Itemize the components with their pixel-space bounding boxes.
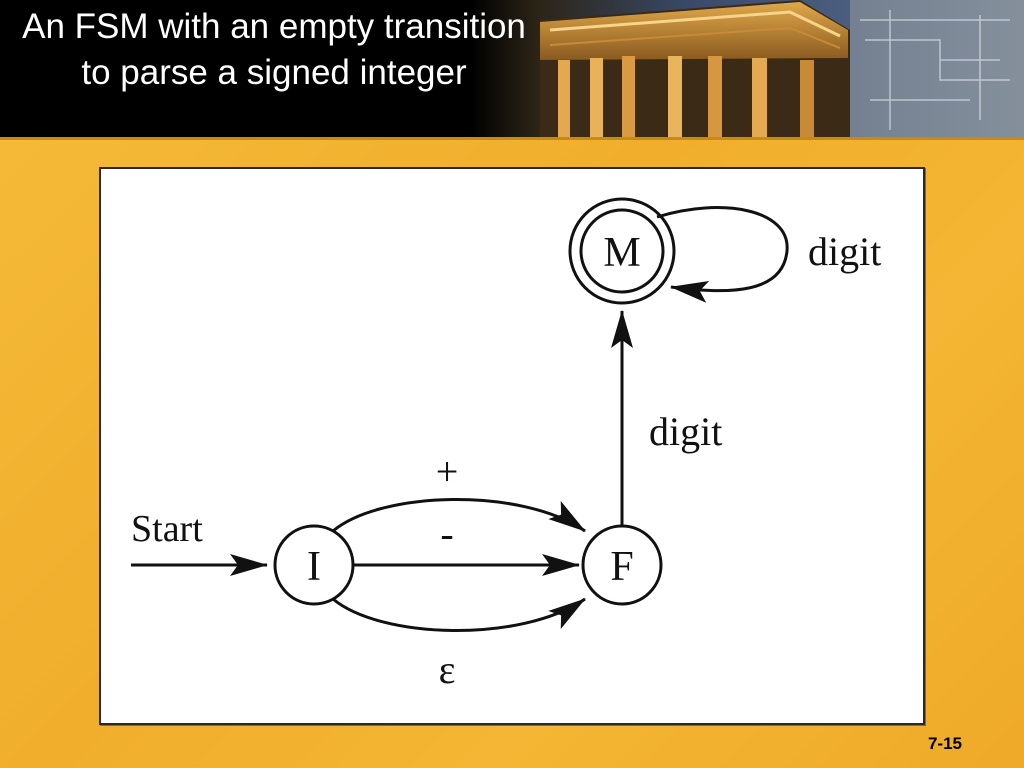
state-m-inner: [579, 208, 665, 294]
transition-plus-label: +: [436, 449, 459, 494]
state-i-label: I: [307, 544, 321, 590]
transition-plus-arc: [332, 498, 586, 533]
header-banner-image: [470, 0, 1024, 137]
state-f-label: F: [610, 544, 633, 590]
transition-m-loop-label: digit: [808, 229, 881, 274]
slide-header: An FSM with an empty transition to parse…: [0, 0, 1024, 137]
state-f: [581, 524, 663, 606]
slide-number: 7-15: [927, 734, 962, 753]
transition-epsilon-label: ε: [439, 647, 456, 692]
fsm-svg: Start I F M + - ε digit d: [131, 197, 881, 692]
transition-m-loop: [656, 206, 789, 303]
start-label: Start: [131, 508, 203, 550]
transition-minus-label: -: [440, 511, 453, 556]
transition-f-to-m-label: digit: [649, 409, 722, 454]
header-divider: [0, 137, 1024, 140]
fsm-diagram: Start I F M + - ε digit d: [99, 167, 925, 725]
slide-title: An FSM with an empty transition to parse…: [22, 7, 526, 92]
state-m-label: M: [603, 230, 640, 276]
transition-epsilon-arc: [332, 597, 586, 632]
